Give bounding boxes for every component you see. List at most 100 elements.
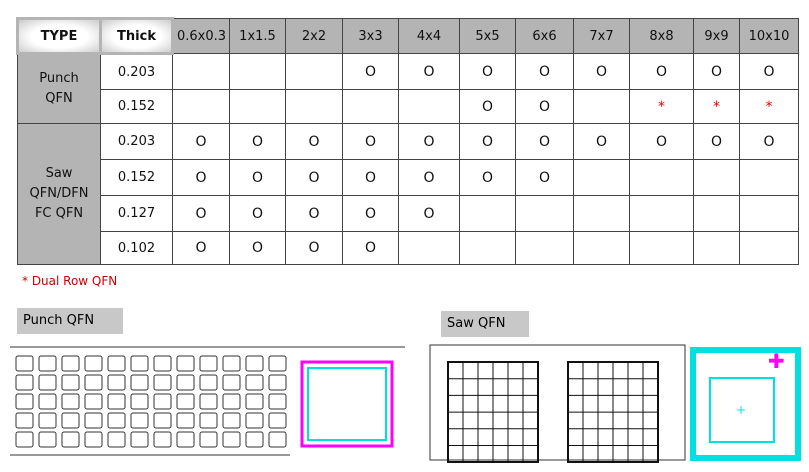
support-cell: O [172,195,230,232]
unit-outline [61,355,80,372]
thick-cell: 0.203 [100,123,173,160]
support-cell [398,231,460,265]
support-cell [629,195,694,232]
unit-outline [107,431,126,448]
unit-outline [268,374,287,391]
support-cell [629,159,694,196]
support-cell: O [398,159,460,196]
thick-cell: 0.152 [100,159,173,196]
support-cell [229,53,286,90]
support-cell [629,231,694,265]
unit-outline [176,355,195,372]
support-cell: O [342,123,399,160]
header-7x7: 7x7 [573,18,630,54]
unit-outline [153,393,172,410]
header-4x4: 4x4 [398,18,460,54]
header-type: TYPE [16,17,102,55]
punch-qfn-label: Punch QFN [17,308,123,334]
unit-outline [84,412,103,429]
support-cell [285,89,343,124]
type-cell: Saw QFN/DFN FC QFN [17,123,101,265]
support-cell [398,89,460,124]
support-cell: O [342,53,399,90]
support-cell [515,195,574,232]
support-cell: O [342,195,399,232]
type-cell: Punch QFN [17,53,101,124]
support-cell: O [285,195,343,232]
fiducial-mark: ✚ [768,349,785,373]
unit-outline [38,393,57,410]
support-cell [573,231,630,265]
support-cell: O [285,159,343,196]
support-cell: O [342,159,399,196]
support-cell [459,195,516,232]
unit-outline [268,393,287,410]
unit-outline [222,393,241,410]
die-pad [709,377,775,443]
punch-qfn-leadframe-drawing [10,346,405,456]
unit-outline [268,431,287,448]
unit-outline [84,431,103,448]
dual-row-note: * Dual Row QFN [22,274,118,288]
support-cell: O [285,123,343,160]
unit-outline [107,355,126,372]
unit-outline [222,355,241,372]
unit-outline [245,393,264,410]
unit-outline [176,412,195,429]
unit-outline [245,412,264,429]
unit-outline [15,393,34,410]
unit-outline [153,374,172,391]
support-cell: O [693,53,740,90]
unit-outline [107,374,126,391]
thick-cell: 0.203 [100,53,173,90]
unit-outline [199,431,218,448]
support-cell: O [573,53,630,90]
support-cell [573,159,630,196]
unit-outline [61,374,80,391]
support-cell: O [573,123,630,160]
support-cell: O [459,123,516,160]
unit-outline [38,355,57,372]
unit-outline [130,412,149,429]
support-cell: O [229,123,286,160]
header-8x8: 8x8 [629,18,694,54]
support-cell [693,159,740,196]
header-5x5: 5x5 [459,18,516,54]
support-cell: O [515,89,574,124]
support-cell [285,53,343,90]
unit-outline [268,412,287,429]
unit-outline [153,355,172,372]
unit-outline [222,431,241,448]
unit-outline [107,393,126,410]
support-cell: O [739,123,799,160]
unit-outline [176,374,195,391]
support-cell [693,195,740,232]
support-cell [739,159,799,196]
unit-outline [107,412,126,429]
unit-outline [38,412,57,429]
support-cell: O [629,123,694,160]
support-cell: O [459,89,516,124]
header-2x2: 2x2 [285,18,343,54]
support-cell: * [629,89,694,124]
support-cell: O [172,123,230,160]
support-cell: O [515,123,574,160]
support-cell: O [459,53,516,90]
unit-outline [38,374,57,391]
support-cell [573,89,630,124]
unit-outline [61,431,80,448]
support-cell: * [739,89,799,124]
unit-outline [61,393,80,410]
support-cell: O [459,159,516,196]
support-cell: O [398,195,460,232]
support-cell: O [172,231,230,265]
thick-cell: 0.102 [100,231,173,265]
header-1x1-5: 1x1.5 [229,18,286,54]
support-cell [693,231,740,265]
support-cell [739,195,799,232]
unit-outline [84,374,103,391]
